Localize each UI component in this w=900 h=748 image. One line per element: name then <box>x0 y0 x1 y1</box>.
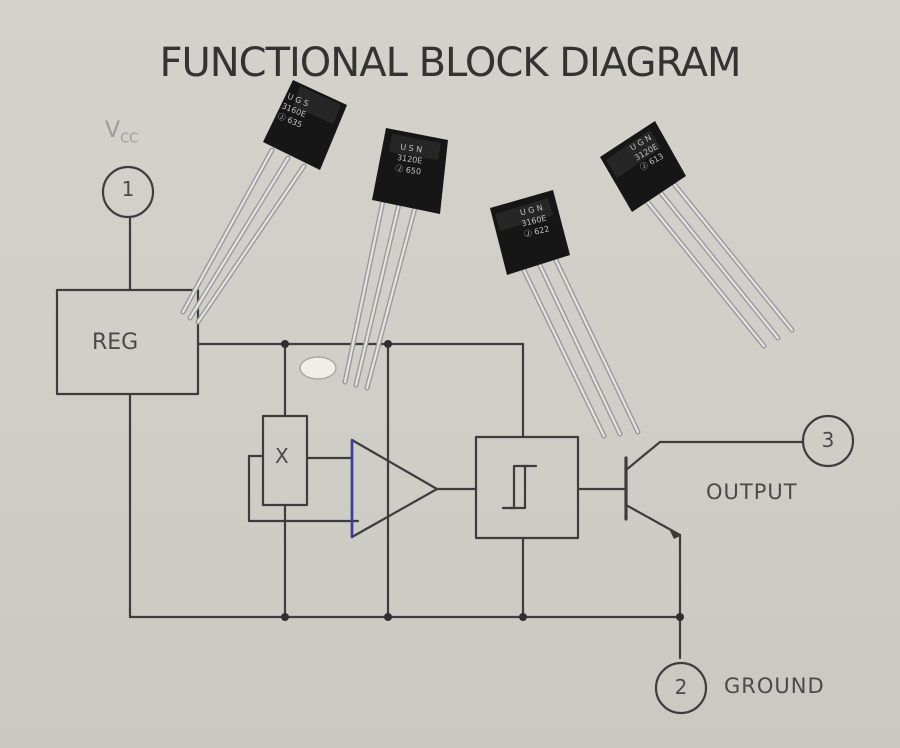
transistor-collector <box>626 442 660 470</box>
junction-dot <box>519 613 527 621</box>
vcc-label-main: V <box>105 118 120 143</box>
junction-dot <box>384 613 392 621</box>
regulator-label: REG <box>92 330 138 355</box>
amplifier-triangle <box>352 440 437 537</box>
pin-1-number: 1 <box>108 177 148 201</box>
pin-2-number: 2 <box>661 675 701 699</box>
diagram-title: FUNCTIONAL BLOCK DIAGRAM <box>0 40 900 86</box>
pin-3-number: 3 <box>808 428 848 452</box>
hysteresis-icon-left <box>503 466 527 508</box>
schmitt-trigger-block <box>476 437 578 538</box>
junction-dot <box>281 340 289 348</box>
wire-hall-feedback <box>249 456 358 521</box>
hall-element-label: X <box>275 444 289 468</box>
output-label: OUTPUT <box>706 480 798 504</box>
ground-label: GROUND <box>724 674 825 698</box>
junction-dot <box>676 613 684 621</box>
junction-dot <box>281 613 289 621</box>
junction-dot <box>384 340 392 348</box>
vcc-label-sub: CC <box>120 131 138 146</box>
vcc-label: VCC <box>105 118 138 146</box>
